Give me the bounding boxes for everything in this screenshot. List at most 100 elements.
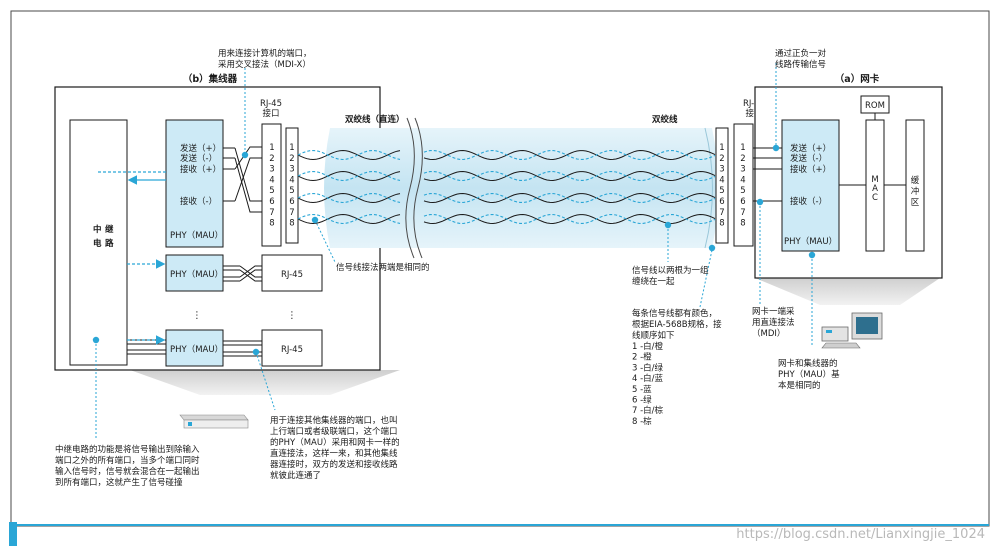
callout-pair-line-2: 线路传输信号 <box>775 59 826 70</box>
hub-plug-pin-7: 7 <box>289 208 294 218</box>
hub-rj45-uplink-label: RJ-45 <box>281 345 303 355</box>
hub-phy-ellipsis: ⋮ <box>192 310 202 321</box>
nic-phy-port-4: 接收（-） <box>790 196 827 207</box>
hub-rj45-label-line-2: 接口 <box>262 108 279 119</box>
callout-uplink-line-3: 的PHY（MAU）采用和网卡一样的 <box>270 437 400 448</box>
relay-label-char-2: 继 <box>105 224 114 235</box>
nic-mac-label-char-3: C <box>872 193 878 203</box>
callout-same-line-1: 网卡和集线器的 <box>778 358 838 369</box>
hub-rj45-ellipsis: ⋮ <box>287 310 297 321</box>
callout-colors-line-1: 每条信号线都有颜色， <box>632 308 717 319</box>
nic-title: （a）网卡 <box>835 73 880 85</box>
bottom-accent-bar <box>11 524 989 526</box>
hub-pin-6: 6 <box>269 197 274 207</box>
hub-pin-5: 5 <box>269 186 274 196</box>
nic-phy <box>781 119 840 252</box>
relay-signal-arrows <box>98 171 166 345</box>
nic-pin-1: 1 <box>740 143 745 153</box>
twisted-pair-cable <box>324 117 719 259</box>
color-order-item-2: 2 -橙 <box>632 352 652 363</box>
twisted-pair-1-strand-1 <box>297 149 716 161</box>
color-order-item-5: 5 -蓝 <box>632 384 652 395</box>
nic-rom-label: ROM <box>865 101 885 111</box>
hub-phy-main <box>165 119 224 248</box>
hub-title: （b）集线器 <box>183 73 238 85</box>
nic-mac-label-char-2: A <box>872 184 878 194</box>
color-order-item-3: 3 -白/绿 <box>632 362 664 373</box>
nic-pin-4: 4 <box>740 175 745 185</box>
callout-dots <box>92 144 816 356</box>
color-order-list: 1 -白/橙2 -橙3 -白/绿4 -白/蓝5 -蓝6 -绿7 -白/棕8 -棕 <box>632 341 664 427</box>
nic-phy-label: PHY（MAU） <box>784 236 837 247</box>
relay-circuit <box>69 119 128 366</box>
callout-uplink: 用于连接其他集线器的端口，也叫上行端口或者级联端口，这个端口的PHY（MAU）采… <box>270 415 400 481</box>
callout-leaders <box>95 63 813 440</box>
twisted-pair-4-strand-2 <box>297 213 716 225</box>
callout-uplink-line-4: 直连接法，这样一来，和其他集线 <box>270 448 398 459</box>
hub-plug-pin-2: 2 <box>289 154 294 164</box>
nic-plug-pin-6: 6 <box>719 197 724 207</box>
nic-mac-label-char-1: M <box>871 175 878 185</box>
nic-plug-pin-7: 7 <box>719 208 724 218</box>
hub-phy-uplink-label: PHY（MAU） <box>170 344 223 355</box>
twisted-pair-3-strand-1 <box>297 192 716 204</box>
nic-buffer-label-char-3: 区 <box>911 198 920 208</box>
callout-colors-line-3: 线顺序如下 <box>632 330 675 341</box>
hub-plug-pin-4: 4 <box>289 175 294 185</box>
nic-mac-label: MAC <box>871 175 878 203</box>
nic-plug-pin-3: 3 <box>719 165 724 175</box>
color-order-item-7: 7 -白/棕 <box>632 405 664 416</box>
twisted-pair-1-strand-2 <box>297 149 716 161</box>
nic-phy-port-1: 发送（+） <box>790 143 831 154</box>
nic-internal-wiring <box>753 113 906 202</box>
hub-plug-pin-3: 3 <box>289 165 294 175</box>
twisted-pair-2-strand-2 <box>297 170 716 182</box>
nic-buffer-label-char-2: 冲 <box>911 186 920 197</box>
hub-phy-port-1: 发送（+） <box>180 143 221 154</box>
callout-mdix-line-1: 用来连接计算机的端口， <box>218 48 312 59</box>
callout-colors-line-2: 根据EIA-568B规格，接 <box>632 319 722 330</box>
hub-pin-2: 2 <box>269 154 274 164</box>
color-order-item-6: 6 -绿 <box>632 395 652 406</box>
twisted-pair-2-strand-1 <box>297 170 716 182</box>
callout-relay: 中继电路的功能是将信号输出到除输入端口之外的所有端口，当多个端口同时输入信号时，… <box>55 444 200 488</box>
hub-phy-port-2 <box>165 254 224 292</box>
hub-rj45-label-line-1: RJ-45 <box>260 99 282 109</box>
hub-pin-4: 4 <box>269 175 274 185</box>
nic-plug-pin-1: 1 <box>719 143 724 153</box>
callout-relay-line-3: 输入信号时，信号就会混合在一起输出 <box>55 466 200 477</box>
relay-label-char-1: 中 <box>93 224 102 235</box>
hub-rj45-jack <box>261 123 282 247</box>
hub-phy-port-2: 发送（-） <box>180 153 217 164</box>
hub-phy-port-3: 接收（+） <box>180 164 221 175</box>
nic-pin-6: 6 <box>740 197 745 207</box>
nic-cable-plug <box>715 127 729 244</box>
callout-same-line-3: 本是相同的 <box>778 380 821 391</box>
hub-pin-8: 8 <box>269 219 274 229</box>
callout-relay-line-2: 端口之外的所有端口，当多个端口同时 <box>55 455 200 466</box>
relay-label-char-4: 路 <box>105 238 114 249</box>
callout-pair-line-1: 通过正负一对 <box>775 48 827 59</box>
watermark: https://blog.csdn.net/Lianxingjie_1024 <box>736 527 985 542</box>
nic-rj45-label-line-1: RJ-45 <box>743 99 765 109</box>
nic-pin-5: 5 <box>740 186 745 196</box>
callout-same-line-2: PHY（MAU）基 <box>778 369 840 380</box>
nic-phy-port-2: 发送（-） <box>790 153 827 164</box>
nic-pin-8: 8 <box>740 219 745 229</box>
callout-mdix-line-2: 采用交叉接法（MDI-X） <box>218 59 311 70</box>
hub-phy-port-labels: 发送（+）发送（-）接收（+）接收（-） <box>180 143 221 207</box>
nic-plug-pin-4: 4 <box>719 175 724 185</box>
callout-uplink-line-6: 就彼此连通了 <box>270 470 321 481</box>
hub-shadow <box>130 370 400 395</box>
nic-rj45-jack <box>733 123 754 247</box>
pc-illustration <box>821 312 883 349</box>
callout-mdi-line-3: （MDI） <box>752 328 785 339</box>
